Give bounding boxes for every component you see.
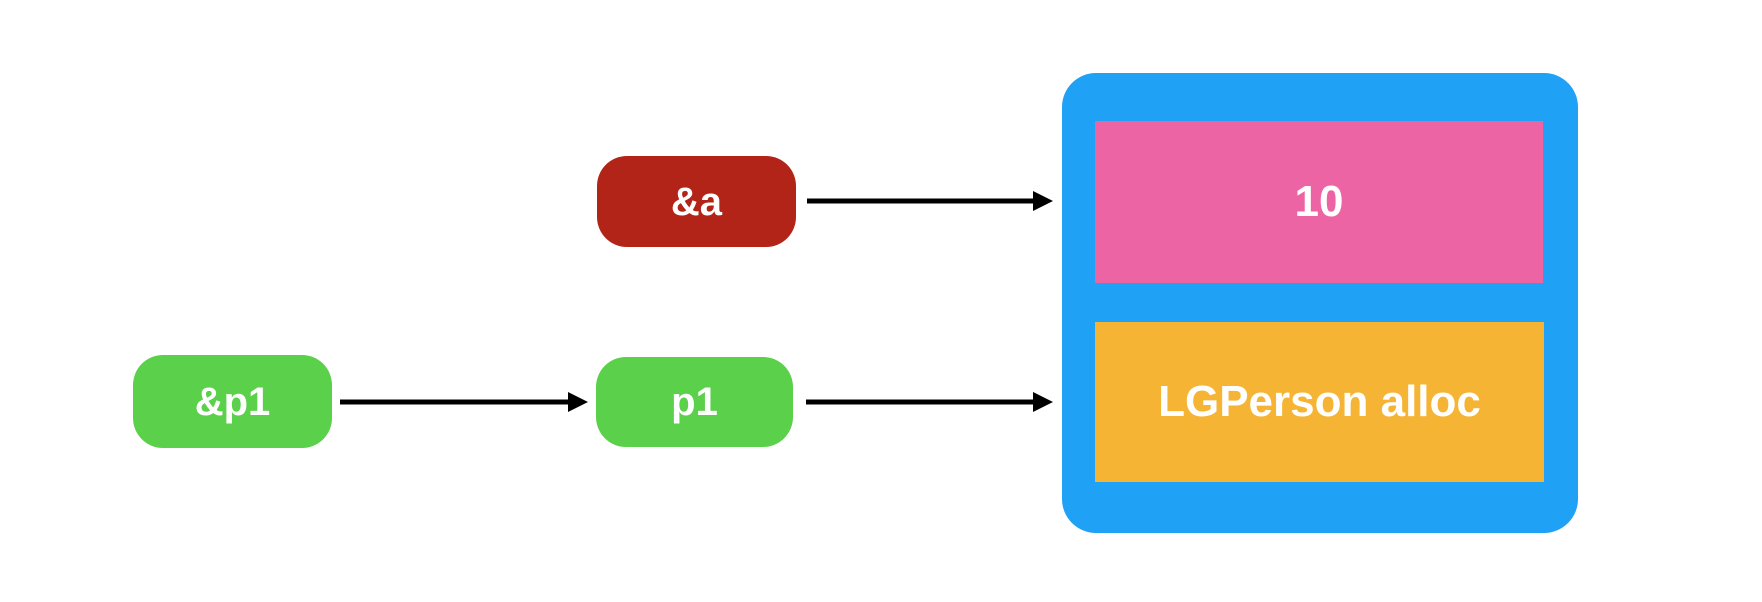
node-value-10: 10	[1095, 121, 1543, 283]
arrow-shaft	[806, 399, 1037, 405]
node-amp-a-label: &a	[670, 179, 723, 224]
heap-object-container: 10 LGPerson alloc	[1062, 73, 1578, 533]
node-p1: p1	[596, 357, 793, 447]
arrow-shaft	[807, 198, 1037, 204]
node-lgperson-alloc: LGPerson alloc	[1095, 322, 1544, 482]
arrow-head-icon	[1033, 392, 1053, 412]
arrow-p1-to-lgperson-object	[806, 392, 1053, 412]
arrow-shaft	[340, 399, 572, 405]
arrow-amp-p1-to-p1	[340, 392, 588, 412]
node-amp-p1: &p1	[133, 355, 332, 448]
node-value-10-label: 10	[1294, 177, 1344, 226]
node-lgperson-alloc-label: LGPerson alloc	[1158, 377, 1481, 426]
arrow-head-icon	[568, 392, 588, 412]
arrow-amp-a-to-value-10	[807, 191, 1053, 211]
node-amp-p1-label: &p1	[194, 379, 271, 424]
arrow-head-icon	[1033, 191, 1053, 211]
node-p1-label: p1	[671, 380, 718, 424]
node-amp-a: &a	[597, 156, 796, 247]
